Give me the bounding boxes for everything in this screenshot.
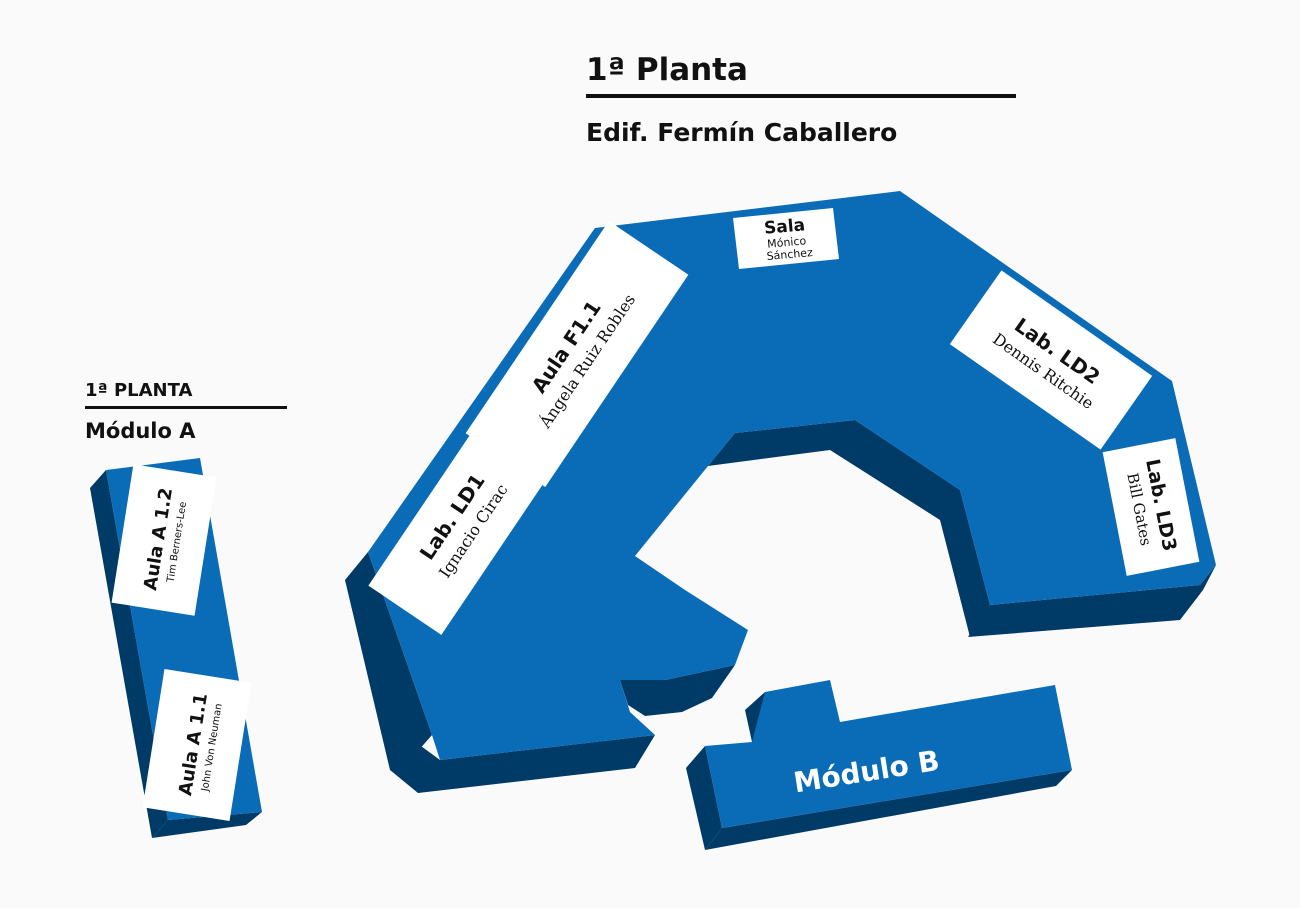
main-building-side-left	[345, 552, 432, 770]
room-aula-a1-2-label-box	[111, 464, 217, 616]
module-b-side-left	[686, 746, 722, 850]
floor-header: 1ª Planta Edif. Fermín Caballero	[586, 52, 1016, 147]
room-lab-ld1-label-box	[368, 413, 558, 635]
room-sala-label-box	[733, 208, 839, 269]
room-lab-ld3-label-box	[1102, 438, 1200, 576]
room-aula-a1-1-label-box	[142, 668, 252, 822]
main-building-side-bottom	[390, 735, 655, 793]
module-a-building[interactable]: Aula A 1.2 Tim Berners-Lee Aula A 1.1 Jo…	[90, 458, 262, 838]
module-a-divider	[85, 406, 287, 409]
module-a-title: Módulo A	[85, 419, 196, 443]
room-lab-ld2-label-box	[949, 270, 1153, 450]
main-building-side-notch	[620, 665, 735, 716]
room-aula-f1-1-label-box	[465, 221, 689, 487]
room-sala-person-line1: Mónico	[767, 234, 807, 250]
building-title: Edif. Fermín Caballero	[586, 118, 898, 147]
room-sala[interactable]: Sala Mónico Sánchez	[733, 208, 839, 269]
module-b-side-bottom	[705, 770, 1072, 850]
module-a-floor-title: 1ª PLANTA	[85, 380, 193, 401]
floor-title: 1ª Planta	[586, 52, 748, 88]
module-b-floor	[705, 680, 1072, 828]
room-sala-name: Sala	[763, 215, 806, 238]
room-aula-a1-1[interactable]: Aula A 1.1 John Von Neuman	[142, 668, 252, 822]
module-a-side-bottom	[152, 812, 262, 838]
module-a-header: 1ª PLANTA Módulo A	[85, 380, 287, 443]
module-a-side-left	[90, 470, 168, 838]
module-b-building[interactable]: Módulo B	[686, 680, 1072, 850]
room-aula-a1-2[interactable]: Aula A 1.2 Tim Berners-Lee	[111, 464, 217, 616]
room-sala-person-line2: Sánchez	[766, 246, 813, 263]
room-lab-ld3[interactable]: Lab. LD3 Bill Gates	[1102, 438, 1200, 576]
main-building-side-right	[968, 565, 1216, 637]
main-building-side-inner	[708, 420, 990, 637]
title-divider	[586, 94, 1016, 98]
main-building[interactable]: Sala Mónico Sánchez Aula F1.1 Ángela Rui…	[345, 191, 1216, 793]
